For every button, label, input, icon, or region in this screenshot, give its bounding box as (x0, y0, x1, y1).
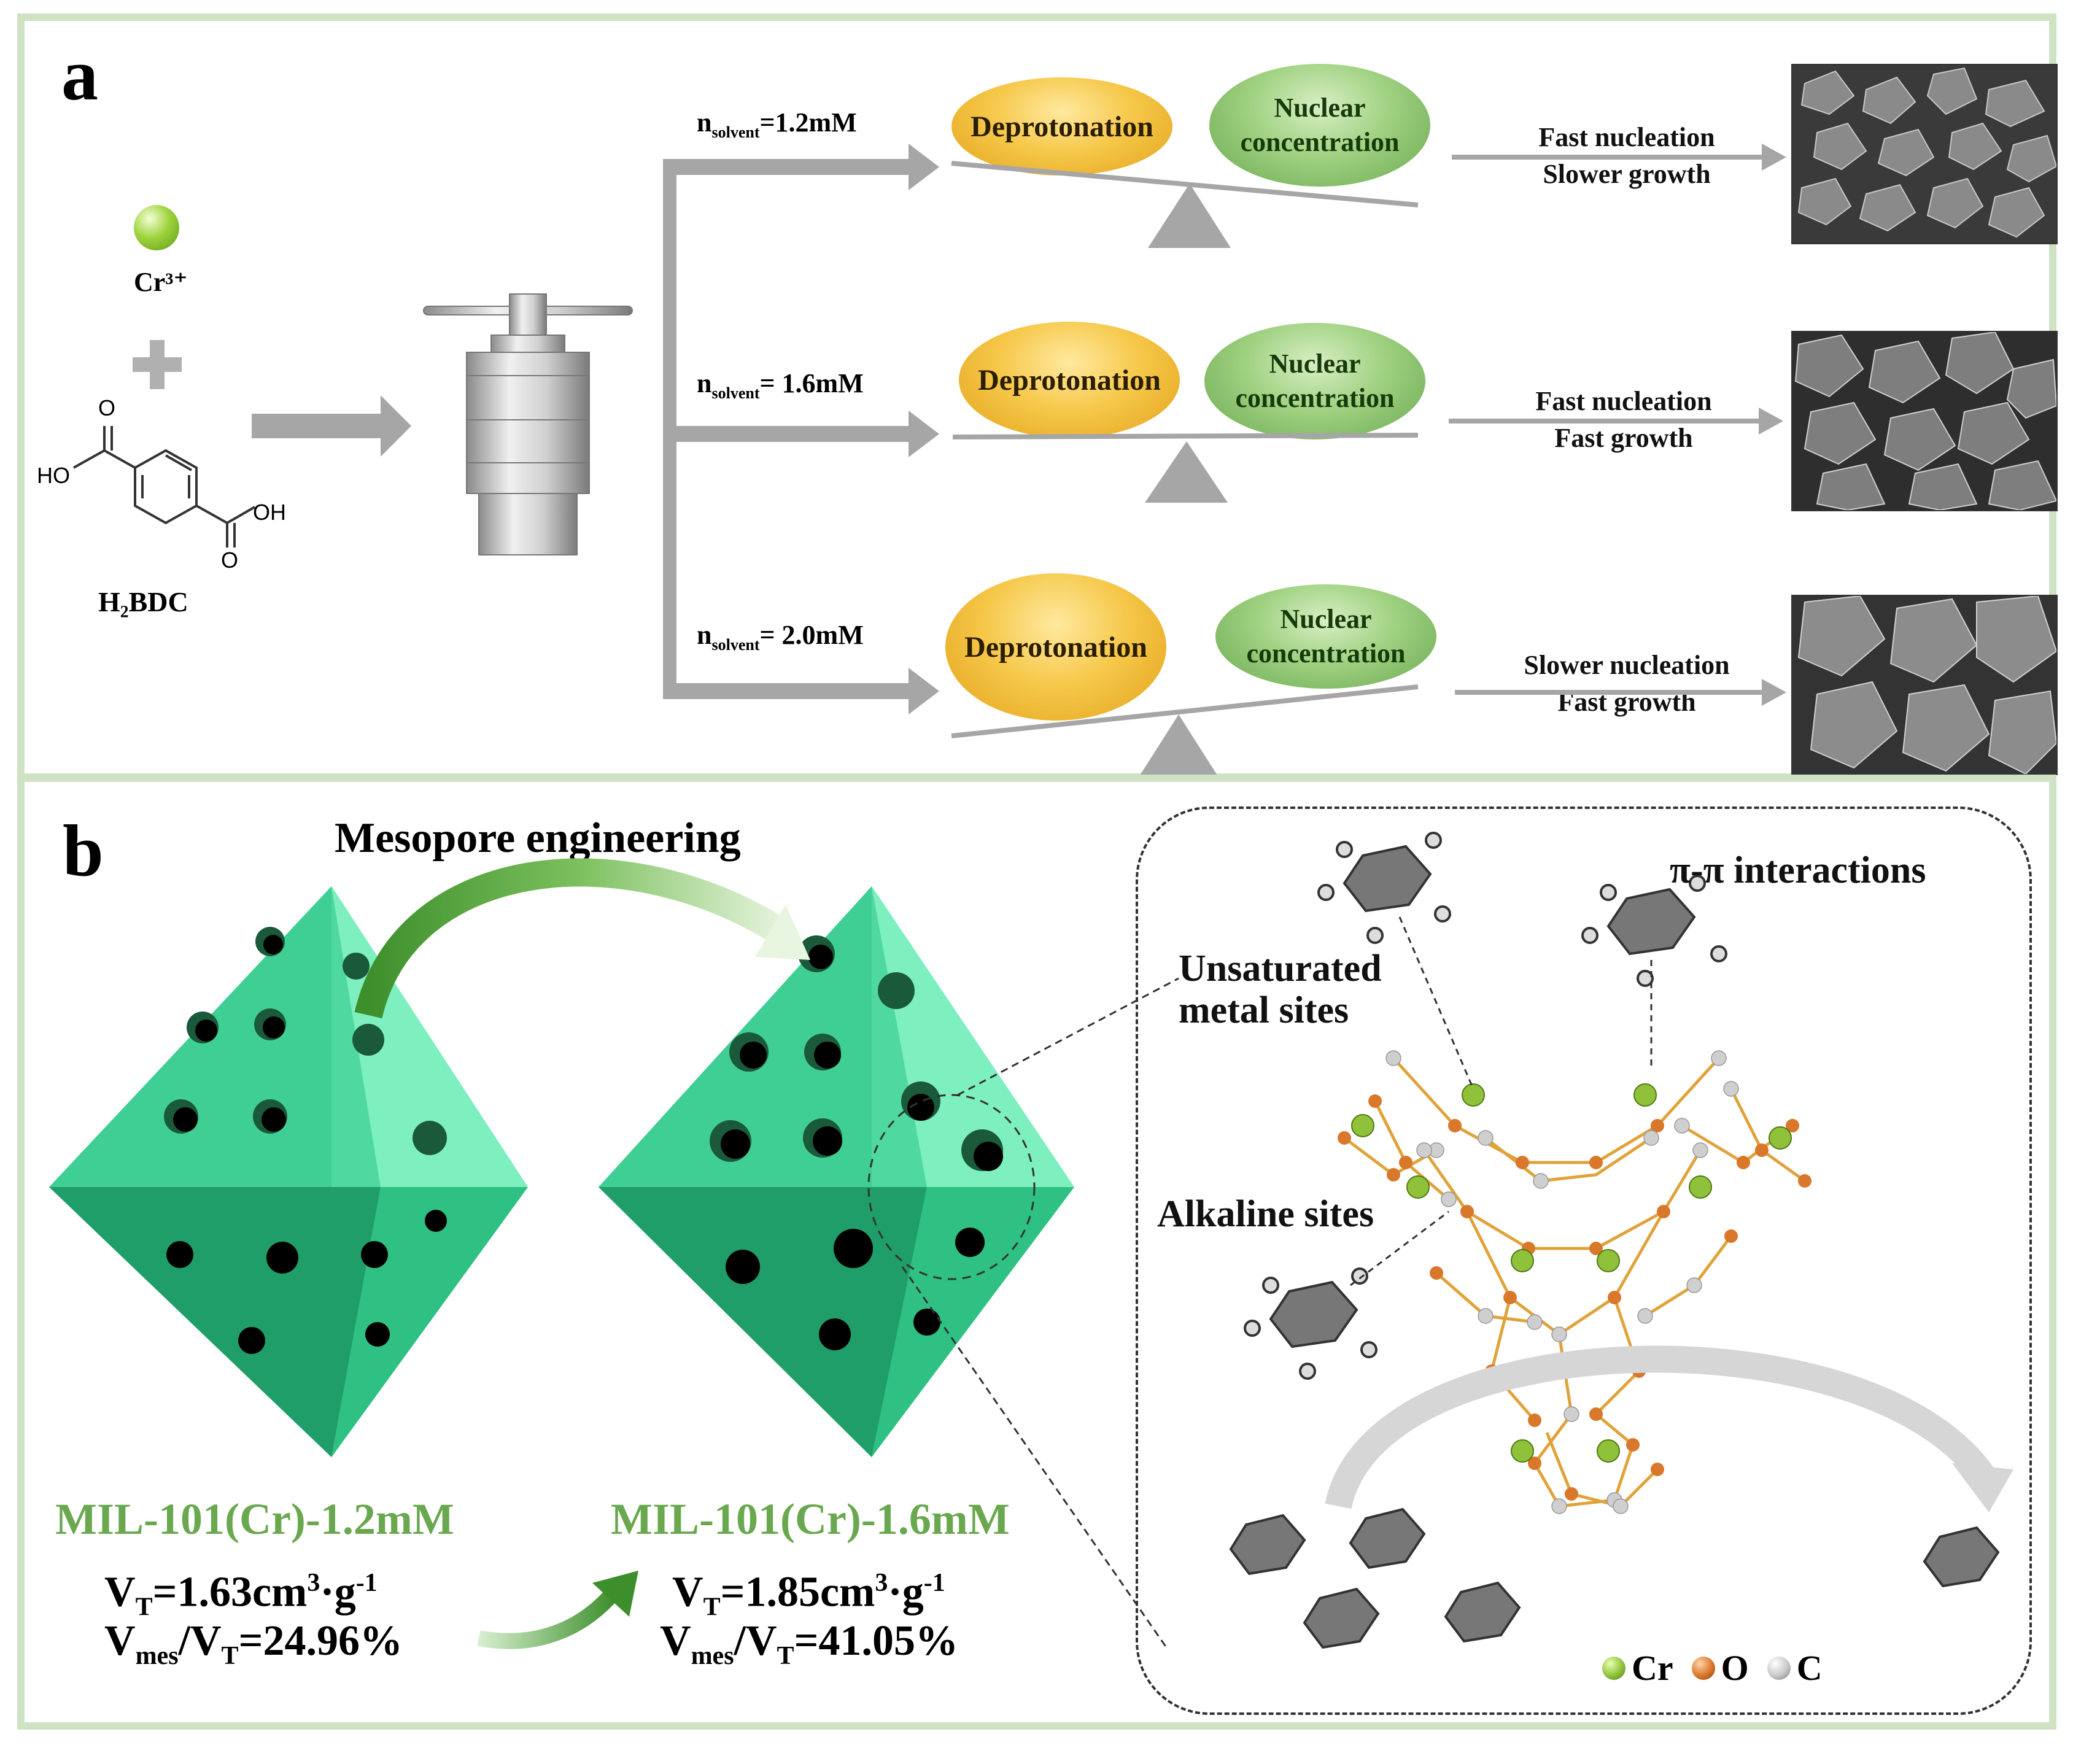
panel-b-label: b (63, 810, 104, 891)
molecule-top-left (1317, 832, 1451, 944)
condition-1-deprotonation: Deprotonation (951, 77, 1172, 176)
condition-3-balance (951, 684, 1419, 782)
arrow-to-autoclave (252, 395, 411, 457)
molecule-left (1244, 1267, 1377, 1380)
linker-ho: HO (37, 463, 70, 488)
condition-3-deprotonation: Deprotonation (945, 573, 1166, 721)
plus-icon (133, 340, 182, 389)
octahedra (49, 858, 1074, 1457)
legend-c-dot (1767, 1656, 1791, 1680)
panel-a: a Cr³⁺ O HO OH O H₂BDC (17, 14, 2058, 782)
condition-1-label: nsolvent=1.2mM (697, 107, 857, 141)
legend-c-label: C (1796, 1648, 1823, 1688)
legend-o-label: O (1721, 1648, 1749, 1688)
molecule-bottom-2 (1349, 1507, 1426, 1569)
right-sample-name: MIL-101(Cr)-1.6mM (611, 1495, 1010, 1544)
zoom-lines (901, 977, 1179, 1648)
left-ratio: Vmes/VT=24.96% (104, 1617, 403, 1670)
legend-c: C (1767, 1647, 1823, 1689)
panel-a-label: a (61, 34, 98, 115)
molecule-bottom-5 (1923, 1526, 2000, 1588)
cr-ion-sphere (134, 205, 179, 250)
condition-1-result-arrow (1452, 144, 1786, 171)
legend-cr: Cr (1602, 1647, 1673, 1689)
cr-ion-label: Cr³⁺ (134, 267, 188, 297)
linker-o-top: O (98, 395, 116, 420)
mof-framework (1229, 832, 2013, 1649)
octahedron-right (599, 886, 1074, 1457)
h2bdc-structure (73, 426, 256, 547)
condition-3-result-arrow (1455, 679, 1786, 706)
autoclave-icon (423, 293, 633, 555)
condition-1-balance (951, 161, 1419, 248)
molecule-bottom-3 (1303, 1587, 1380, 1649)
molecule-bottom-4 (1444, 1581, 1521, 1643)
condition-2-deprotonation: Deprotonation (959, 322, 1180, 438)
condition-2-label: nsolvent= 1.6mM (697, 368, 864, 402)
panel-b-title: Mesopore engineering (335, 814, 741, 862)
right-ratio: Vmes/VT=41.05% (660, 1617, 958, 1670)
annotation-alkaline: Alkaline sites (1157, 1193, 1374, 1235)
improvement-arrow (477, 1571, 638, 1649)
linker-o-bottom: O (221, 547, 239, 573)
legend-o: O (1691, 1647, 1749, 1689)
branch-arrows (663, 144, 939, 714)
atom-legend: Cr O C (1602, 1647, 1823, 1689)
sem-image-3 (1791, 595, 2058, 775)
molecule-bottom-1 (1229, 1514, 1306, 1576)
legend-cr-label: Cr (1632, 1648, 1673, 1688)
linker-label: H₂BDC (98, 586, 188, 617)
linker-oh: OH (253, 500, 286, 525)
sem-image-2 (1791, 331, 2058, 511)
annotation-pi: π-π interactions (1670, 849, 1926, 891)
condition-2-result-arrow (1449, 408, 1783, 435)
condition-2-balance (952, 433, 1419, 503)
legend-cr-dot (1602, 1656, 1625, 1680)
zoom-box (1136, 807, 2032, 1715)
left-vt: VT=1.63cm3·g-1 (104, 1568, 378, 1622)
molecule-top-right (1581, 875, 1727, 987)
octahedron-left (49, 886, 528, 1457)
sem-image-1 (1791, 64, 2058, 244)
condition-3-label: nsolvent= 2.0mM (697, 620, 864, 654)
left-sample-name: MIL-101(Cr)-1.2mM (55, 1495, 454, 1544)
right-vt: VT=1.85cm3·g-1 (672, 1568, 945, 1622)
legend-o-dot (1691, 1656, 1715, 1680)
panel-b: b Mesopore engineering (17, 775, 2056, 1730)
